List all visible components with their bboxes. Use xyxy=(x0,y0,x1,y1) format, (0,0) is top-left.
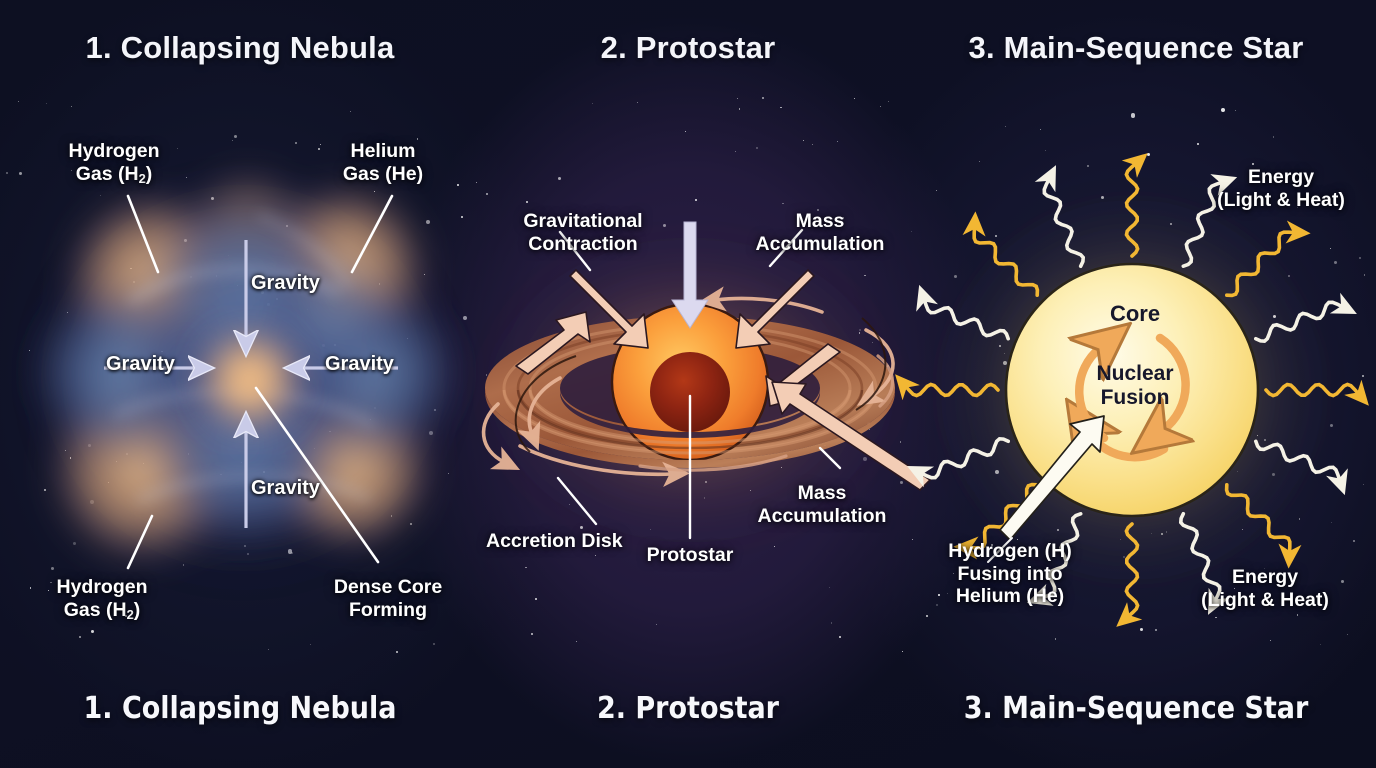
energy-ray-8 xyxy=(1178,511,1230,615)
swirl-arrow-left-inner xyxy=(516,376,562,451)
leader-hydrogen-bottom xyxy=(126,514,154,570)
swirl-arrow-right-top xyxy=(856,328,895,406)
energy-ray-4 xyxy=(1254,292,1357,344)
fusion-arc-right xyxy=(1160,333,1186,430)
swirl-arrow-top xyxy=(698,286,824,314)
mass-arrow-upper-right xyxy=(735,269,815,349)
mass-arrow-upper-left xyxy=(569,269,649,349)
leader-helium xyxy=(350,194,394,274)
swirl-arrow-left-bottom xyxy=(481,402,521,471)
hydrogen-fusing-arrow xyxy=(999,415,1105,541)
leader-hydrogen-top xyxy=(126,194,160,274)
panel-2-heading: 2. Protostar xyxy=(600,30,776,65)
energy-ray-7 xyxy=(1224,483,1302,569)
energy-ray-3 xyxy=(1225,220,1311,298)
leader-mass-top xyxy=(768,228,804,268)
energy-ray-2 xyxy=(1181,174,1238,268)
panel-1-heading: 1. Collapsing Nebula xyxy=(85,30,395,65)
panel-2-caption: 2. Protostar xyxy=(596,691,779,726)
energy-ray-15 xyxy=(962,211,1040,297)
leader-accretion-disk xyxy=(556,476,598,526)
leader-mass-right xyxy=(818,446,842,470)
panel-1-caption: 1. Collapsing Nebula xyxy=(83,691,397,726)
swirl-arrow-bottom xyxy=(518,444,690,487)
leader-hydrogen-fusing xyxy=(987,537,1013,563)
energy-ray-6 xyxy=(1254,439,1348,496)
mass-arrow-left xyxy=(515,311,591,375)
energy-ray-10 xyxy=(1026,511,1083,606)
leader-gravitational-contraction xyxy=(558,230,592,272)
mass-arrow-lower-right xyxy=(771,381,931,491)
leader-dense-core xyxy=(254,386,380,564)
energy-ray-16 xyxy=(1034,165,1086,268)
energy-ray-1 xyxy=(1121,153,1148,258)
energy-ray-12 xyxy=(907,436,1010,488)
energy-ray-5 xyxy=(1264,379,1369,406)
panel-3-heading: 3. Main-Sequence Star xyxy=(968,30,1304,65)
label-core: Core xyxy=(1109,301,1161,326)
gravitational-contraction-arrow xyxy=(671,221,709,329)
label-nuclear-fusion: Nuclear Fusion xyxy=(1096,362,1174,409)
energy-rays xyxy=(895,153,1369,627)
energy-ray-14 xyxy=(916,284,1010,341)
energy-ray-9 xyxy=(1116,522,1143,627)
panel-3-caption: 3. Main-Sequence Star xyxy=(963,691,1309,726)
energy-ray-13 xyxy=(895,374,1000,401)
